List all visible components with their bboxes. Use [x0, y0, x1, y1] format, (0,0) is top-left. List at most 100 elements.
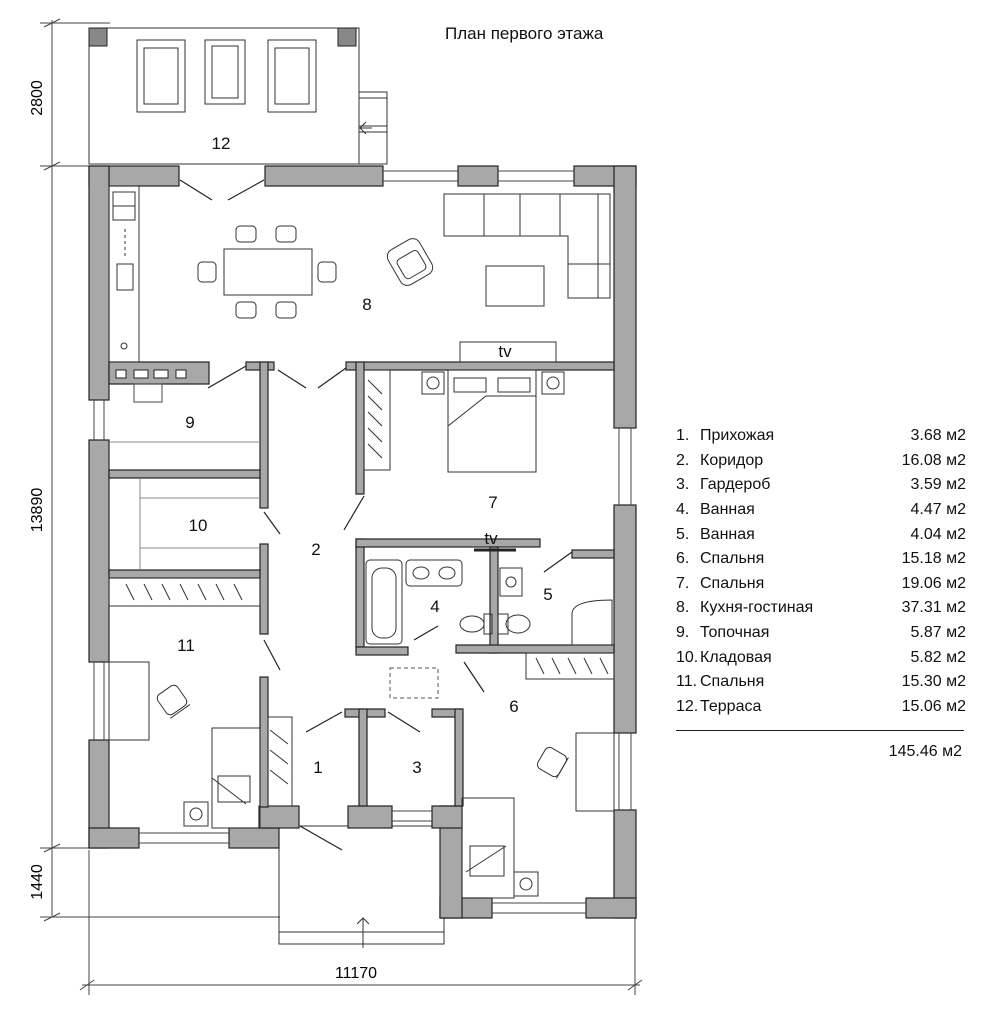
legend-num: 4.: [676, 501, 690, 519]
dimension-lines: [40, 18, 643, 995]
terrace: [88, 27, 388, 165]
sofa: [443, 193, 611, 299]
legend-total: 145.46 м2: [888, 743, 962, 760]
room-number-12: 12: [212, 134, 231, 153]
legend-name: Спальня: [700, 673, 765, 691]
walls: [88, 165, 637, 919]
desk-6: [575, 732, 615, 812]
legend-row: 8. Кухня-гостиная 37.31 м2: [676, 596, 966, 621]
room-number-4: 4: [430, 597, 439, 616]
room-number-2: 2: [311, 540, 320, 559]
legend-name: Терраса: [700, 697, 762, 715]
wardrobe-7: [363, 369, 391, 471]
legend-row: 11.Спальня 15.30 м2: [676, 670, 966, 695]
storage-10: [139, 478, 260, 570]
legend-num: 3.: [676, 476, 690, 494]
legend-name: Ванная: [700, 525, 755, 543]
dim-left-top: 2800: [29, 80, 46, 116]
legend-row: 1. Прихожая 3.68 м2: [676, 424, 966, 449]
legend-area: 15.06 м2: [901, 697, 966, 715]
legend-name: Гардероб: [700, 476, 771, 494]
dining-set: [197, 225, 337, 319]
legend-num: 9.: [676, 624, 690, 642]
bathroom-4: [365, 559, 493, 645]
legend-area: 5.82 м2: [910, 648, 966, 666]
coffee-table: [485, 265, 545, 307]
tv-cabinet-8: [459, 341, 557, 363]
floor-plan: 2800 13890 1440 11170: [29, 18, 643, 995]
boiler: [133, 383, 163, 403]
bed-7: [421, 369, 565, 473]
legend-divider: [676, 730, 964, 731]
legend-name: Коридор: [700, 451, 764, 469]
wardrobe-11: [108, 577, 261, 607]
room-number-8: 8: [362, 295, 371, 314]
dim-bottom: 11170: [335, 965, 377, 982]
legend-row: 5. Ванная 4.04 м2: [676, 522, 966, 547]
room-number-1: 1: [313, 758, 322, 777]
room-legend: 1. Прихожая 3.68 м2 2. Коридор 16.08 м2 3. Га…: [676, 424, 966, 760]
legend-area: 3.68 м2: [910, 427, 966, 445]
legend-area: 5.87 м2: [910, 624, 966, 642]
legend-area: 4.04 м2: [910, 525, 966, 543]
chair-11: [156, 684, 191, 719]
room-number-9: 9: [185, 413, 194, 432]
legend-num: 5.: [676, 525, 690, 543]
bed-6: [461, 797, 539, 899]
room-number-11: 11: [177, 636, 195, 655]
legend-name: Топочная: [700, 624, 770, 642]
legend-area: 16.08 м2: [901, 451, 966, 469]
room-number-10: 10: [189, 516, 208, 535]
legend-num: 10.: [676, 648, 699, 666]
chair-6: [536, 746, 569, 779]
bathroom-5: [497, 567, 613, 646]
dim-left-bottom: 1440: [29, 864, 46, 900]
legend-row: 4. Ванная 4.47 м2: [676, 498, 966, 523]
legend-area: 4.47 м2: [910, 501, 966, 519]
windows: [93, 170, 632, 914]
legend-area: 3.59 м2: [910, 476, 966, 494]
door-swings: [179, 179, 573, 851]
bed-11: [183, 727, 261, 829]
room-number-5: 5: [543, 585, 552, 604]
legend-num: 12.: [676, 697, 699, 715]
room-number-6: 6: [509, 697, 518, 716]
legend-area: 37.31 м2: [901, 599, 966, 617]
legend-num: 6.: [676, 550, 690, 568]
legend-row: 9. Топочная 5.87 м2: [676, 621, 966, 646]
furnace: [115, 369, 187, 379]
legend-num: 8.: [676, 599, 690, 617]
entry-porch: [278, 825, 445, 948]
legend-row: 3. Гардероб 3.59 м2: [676, 473, 966, 498]
legend-name: Кладовая: [700, 648, 772, 666]
terrace-column: [88, 27, 108, 47]
legend-row: 12.Терраса 15.06 м2: [676, 695, 966, 720]
terrace-column: [337, 27, 357, 47]
legend-num: 1.: [676, 427, 690, 445]
desk-11: [108, 661, 150, 741]
dim-left-mid: 13890: [29, 488, 46, 533]
tv-label-8: tv: [498, 342, 512, 361]
tv-label-7: tv: [484, 529, 498, 548]
room-number-3: 3: [412, 758, 421, 777]
legend-num: 7.: [676, 574, 690, 592]
legend-num: 11.: [676, 673, 698, 691]
legend-name: Прихожая: [700, 427, 775, 445]
legend-name: Спальня: [700, 574, 765, 592]
legend-name: Кухня-гостиная: [700, 599, 814, 617]
legend-area: 15.30 м2: [901, 673, 966, 691]
legend-row: 2. Коридор 16.08 м2: [676, 449, 966, 474]
wardrobe-1: [267, 716, 293, 807]
wardrobe-6: [525, 652, 615, 680]
legend-num: 2.: [676, 451, 690, 469]
legend-row: 7. Спальня 19.06 м2: [676, 572, 966, 597]
kitchen-counter: [108, 185, 140, 363]
entry-rug: [389, 667, 439, 699]
legend-area: 19.06 м2: [901, 574, 966, 592]
armchair: [386, 238, 434, 286]
plan-title: План первого этажа: [445, 24, 604, 43]
legend-name: Спальня: [700, 550, 765, 568]
legend-name: Ванная: [700, 501, 755, 519]
room-number-7: 7: [488, 493, 497, 512]
